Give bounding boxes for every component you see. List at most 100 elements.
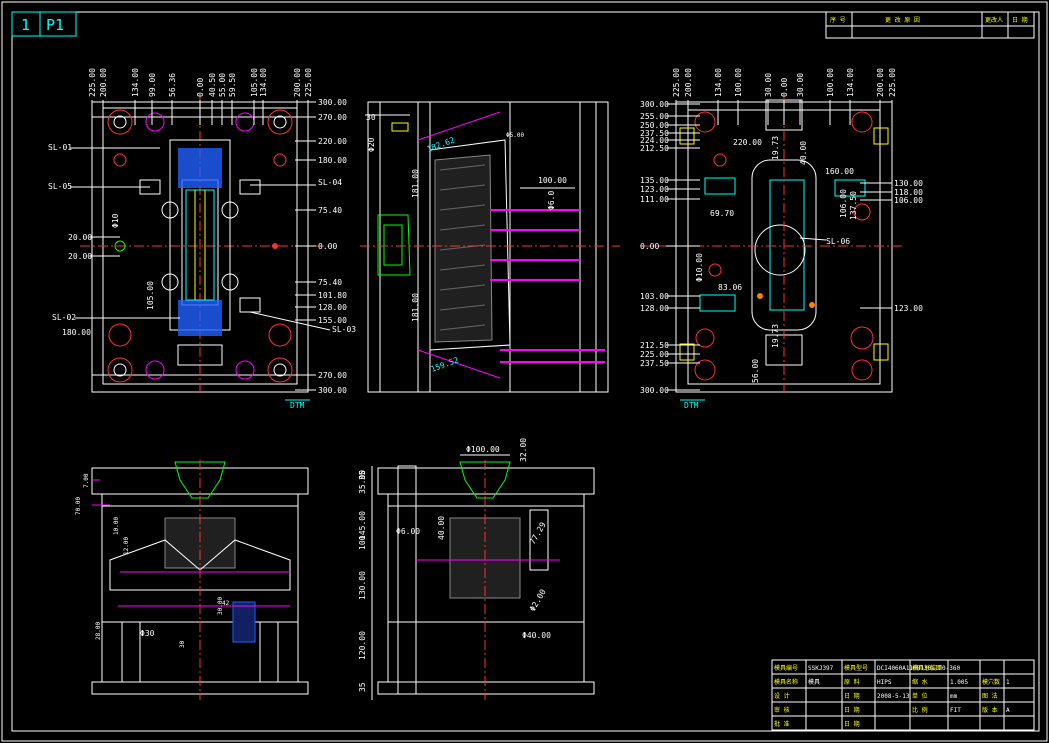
title-block-cell: 版 本 [982,706,998,714]
dim: Φ100.00 [466,445,500,454]
dim: Φ20 [367,137,376,152]
title-block-cell: SSKJ397 [808,665,834,672]
title-block-cell: 审 核 [774,706,790,714]
dim-right: 75.40 [318,206,342,215]
title-block-cell: A [1006,707,1010,714]
dim-top: 100.00 [734,68,743,97]
dim-left: 111.00 [640,195,669,204]
dim-left: 255.00 [640,112,669,121]
title-block-cell: 模穴数 [982,678,1000,686]
dim-top: 30.00 [764,73,773,97]
dim-left: 0.00 [640,242,659,251]
dim-left: 237.50 [640,129,669,138]
dim-right: 155.00 [318,316,347,325]
dim-right: 123.00 [894,304,923,313]
dimension-leader [799,237,827,241]
dim-left: 20.00 [68,233,92,242]
dim-right: 75.40 [318,278,342,287]
revision-header-reason: 更 改 原 因 [885,16,920,24]
dim-left: 212.50 [640,144,669,153]
dim-top: 200.00 [684,68,693,97]
dim-top: 200.00 [99,68,108,97]
dim: 7.00 [83,473,90,488]
dim-left: 120.00 [358,631,367,660]
dim: Φ5.00 [506,132,524,139]
dim: 12.00 [123,537,130,555]
dim-left: 130.00 [358,571,367,600]
title-block-cell: HIPS [877,679,892,686]
title-block-cell: 2008-5-13 [877,693,910,700]
dim-top: 0.00 [780,78,789,97]
dim: 159.52 [430,355,460,373]
dim-right: 106.00 [894,196,923,205]
dim-right: 130.00 [894,179,923,188]
dim-left: 300.00 [640,100,669,109]
dim-inner: 56.00 [751,359,760,383]
dim-top: 225.00 [88,68,97,97]
dim: 32.00 [519,438,528,462]
title-block-cell: mm [950,693,958,700]
dim-top: 225.00 [672,68,681,97]
slider-label: SL-05 [48,182,72,191]
dim-top: 55.00 [218,73,227,97]
dim-inner: 40.00 [799,141,808,165]
dim-right: 180.00 [318,156,347,165]
dim: Φ30 [140,629,155,638]
dim: Φ6.00 [396,527,420,536]
title-block-cell: 日 期 [844,692,860,700]
dim-right: 220.00 [318,137,347,146]
dim-left: 250.00 [640,121,669,130]
dim-left: 35 [358,682,367,692]
slider-label: SL-03 [332,325,356,334]
dim-left: 237.50 [640,359,669,368]
title-block-cell: 图 法 [982,692,998,700]
view-bottom-left-section[interactable] [91,460,309,700]
datum-label-right: DTM [684,401,699,410]
dim-inner: 19.73 [771,324,780,348]
title-block-cell: 设 计 [774,692,790,700]
dim: 42 [222,600,230,607]
title-block-cell: 1 [1006,679,1010,686]
dim-inner: 106.00 [839,189,848,218]
dim-left: 135.00 [640,176,669,185]
title-block-cell: 日 期 [844,720,860,728]
title-block-cell: 模具 [808,678,820,686]
title-block-cell: 1.005 [950,679,968,686]
dim: Φ6.0 [547,191,556,210]
view-top-left-core-plan[interactable] [80,95,330,395]
dim-left: 145.00 [358,511,367,540]
view-top-middle-section[interactable] [360,101,620,393]
title-block-cell: 模具型号 [844,664,868,672]
dim-top: 200.00 [293,68,302,97]
dim-right: 0.00 [318,242,337,251]
dim-left: 212.50 [640,341,669,350]
revision-header-person: 更改人 [985,16,1003,24]
slider-label: SL-01 [48,143,72,152]
dim-right: 270.00 [318,371,347,380]
view-bottom-middle-section[interactable] [377,460,595,700]
dim: 70.00 [75,497,82,515]
title-block-cell: DCI4060A110B130C120-360 [877,665,960,672]
title-block-cell: 原 料 [844,678,860,686]
dim: 77.29 [528,520,548,546]
dim: 30 [366,113,376,122]
dim: 181.00 [411,169,420,198]
dim-left: 100 [358,535,367,550]
dim-left: 123.00 [640,185,669,194]
sheet-name: P1 [46,16,64,34]
dim: 30.00 [217,597,224,615]
dim-top: 225.00 [888,68,897,97]
dim-top: 40.50 [208,73,217,97]
revision-header-no: 序 号 [830,16,846,24]
title-block-cell: 模具总装图 [912,664,942,672]
datum-label-left: DTM [290,401,305,410]
dim-top: 59.50 [228,73,237,97]
dim-inner: 69.70 [710,209,734,218]
dim-inner: 160.00 [825,167,854,176]
dim: Φ40.00 [522,631,551,640]
dim-top: 134.00 [714,68,723,97]
